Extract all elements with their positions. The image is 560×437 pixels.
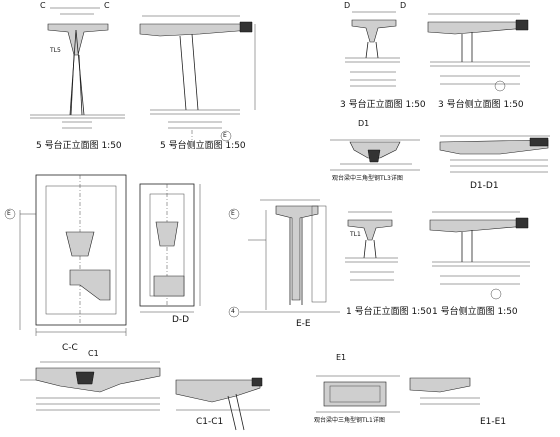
- section-mark-e1: E1: [336, 353, 347, 362]
- annotation-tl1: TL1: [350, 231, 361, 238]
- tl1-detail: [316, 375, 400, 413]
- axis-bubble-e-1: E: [223, 132, 227, 139]
- axis-bubble-e-2: E: [7, 210, 11, 217]
- title-platform-5-front: 5 号台正立面图 1:50: [36, 141, 122, 151]
- e1-e1-section: [409, 377, 480, 405]
- d1-section: [439, 135, 550, 173]
- title-platform-5-side: 5 号台侧立面图 1:50: [160, 141, 246, 151]
- title-platform-3-side: 3 号台侧立面图 1:50: [438, 100, 524, 110]
- title-platform-1-side: 1 号台侧立面图 1:50: [432, 307, 518, 317]
- title-c-c: C-C: [62, 343, 78, 353]
- title-e1-e1: E1-E1: [480, 417, 507, 427]
- section-mark-c-left: C: [40, 1, 46, 10]
- annotation-tl5: TL5: [50, 47, 61, 54]
- platform-3-side-elevation: [427, 13, 530, 92]
- platform-1-front-elevation: [345, 211, 398, 281]
- platform-3-front-elevation: [345, 11, 400, 87]
- axis-bubble-e-3: E: [231, 210, 235, 217]
- tl3-detail: [330, 139, 420, 171]
- platform-5-front-elevation: [30, 7, 125, 129]
- title-tl3-detail: 观台梁中三角型钢TL3详图: [332, 175, 403, 182]
- section-mark-c-right: C: [104, 1, 110, 10]
- d-d-section: [139, 183, 201, 313]
- c1-plan: [20, 361, 161, 411]
- title-tl1-detail: 观台梁中三角型钢TL1详图: [314, 417, 385, 424]
- section-mark-c1: C1: [88, 349, 99, 358]
- section-mark-d1: D1: [358, 119, 370, 128]
- title-platform-1-front: 1 号台正立面图 1:50: [346, 307, 432, 317]
- section-mark-d-right: D: [400, 1, 407, 10]
- axis-bubble-4: 4: [231, 308, 235, 315]
- e-e-section: [228, 199, 340, 318]
- title-d1-d1: D1-D1: [470, 181, 499, 191]
- c1-c1-section: [175, 377, 270, 431]
- title-platform-3-front: 3 号台正立面图 1:50: [340, 100, 426, 110]
- platform-5-side-elevation: [139, 15, 256, 142]
- title-c1-c1: C1-C1: [196, 417, 224, 427]
- platform-1-side-elevation: [429, 211, 530, 300]
- title-d-d: D-D: [172, 315, 190, 325]
- section-mark-d-left: D: [344, 1, 351, 10]
- title-e-e: E-E: [296, 319, 311, 329]
- c-c-section: [4, 174, 127, 336]
